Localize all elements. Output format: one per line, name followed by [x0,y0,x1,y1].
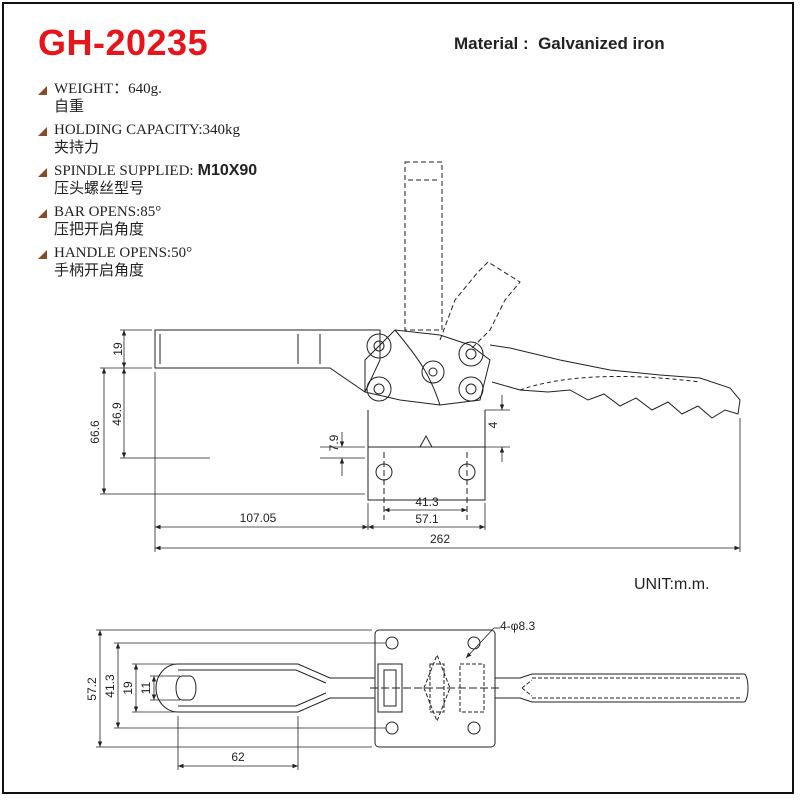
top-base-holes [385,636,481,735]
spec-weight-cn: 自重 [54,99,85,115]
spec-holding-capacity: HOLDING CAPACITY:340kg 夹持力 [36,121,376,158]
spec-spindle-label: SPINDLE SUPPLIED: [54,163,194,179]
bullet-arrow-icon [38,209,47,218]
dim-top-base-width: 57.2 [85,677,99,701]
spec-spindle-cn: 压头螺丝型号 [54,181,145,197]
top-dimension-lines [97,627,500,769]
linkage-arm [394,329,441,406]
spec-bar-opens-en: BAR OPENS:85° [54,204,162,220]
top-extension-lines [96,629,386,770]
unit-label: UNIT:m.m. [634,576,710,593]
pivot-pins [366,333,484,402]
top-handle-inner [521,677,742,699]
dim-top-hole-spacing: 41.3 [103,674,117,698]
top-bar-slot [175,675,197,701]
bullet-arrow-icon [38,250,47,259]
dim-top-slot-length: 62 [231,750,245,764]
bullet-arrow-icon [38,127,47,136]
top-bar-inner [178,669,327,707]
bullet-arrow-icon [38,168,47,177]
top-view: 57.2 41.3 19 11 62 4-φ8.3 [85,619,749,770]
dim-base-length: 57.1 [415,512,439,526]
dim-pivot-height: 46.9 [110,402,124,426]
spec-handle-opens-en: HANDLE OPENS:50° [54,245,193,261]
dim-overall-length: 262 [430,532,450,546]
linkage [364,329,491,406]
spec-spindle: SPINDLE SUPPLIED:M10X90 压头螺丝型号 [36,162,376,199]
spec-holding-capacity-cn: 夹持力 [54,140,100,156]
spec-weight: WEIGHT：640g. 自重 [36,80,376,117]
bar-open-position [404,161,443,331]
handle-open-position [439,261,521,351]
spec-weight-en: WEIGHT：640g. [54,81,162,97]
clamp-bar [154,329,381,393]
spec-spindle-en: SPINDLE SUPPLIED:M10X90 [54,162,376,180]
spec-spindle-value: M10X90 [197,162,258,179]
base-holes [375,463,476,481]
handle-grip [489,344,741,419]
side-view: 19 66.6 46.9 7.9 4 41.3 57.1 107.05 262 [88,161,741,552]
side-extension-lines [100,329,741,552]
handle-inner [519,375,701,391]
side-dimension-lines [101,330,740,551]
dim-top-bar-width: 19 [121,681,135,695]
spec-bar-opens: BAR OPENS:85° 压把开启角度 [36,203,376,240]
base-plate [367,410,486,501]
dim-overall-height: 66.6 [88,420,102,444]
material-label: Material : Galvanized iron [454,34,665,53]
dim-hole-spacing: 41.3 [415,495,439,509]
spec-bar-opens-cn: 压把开启角度 [54,222,145,238]
dim-bar-height: 19 [111,342,125,356]
dim-bar-reach: 107.05 [240,511,277,525]
spec-handle-opens-cn: 手柄开启角度 [54,263,145,279]
dim-hole-callout: 4-φ8.3 [500,619,535,633]
spec-holding-capacity-en: HOLDING CAPACITY:340kg [54,122,240,138]
model-title: GH-20235 [38,22,209,63]
bullet-arrow-icon [38,86,47,95]
dim-base-thickness: 7.9 [327,434,341,451]
top-handle [495,673,749,703]
spec-handle-opens: HANDLE OPENS:50° 手柄开启角度 [36,244,376,281]
spec-list: WEIGHT：640g. 自重 HOLDING CAPACITY:340kg 夹… [36,80,376,285]
dim-top-slot-width: 11 [139,681,153,694]
top-clamp-bar [155,663,376,713]
dim-base-offset: 4 [486,421,500,428]
base-notch [419,434,433,448]
